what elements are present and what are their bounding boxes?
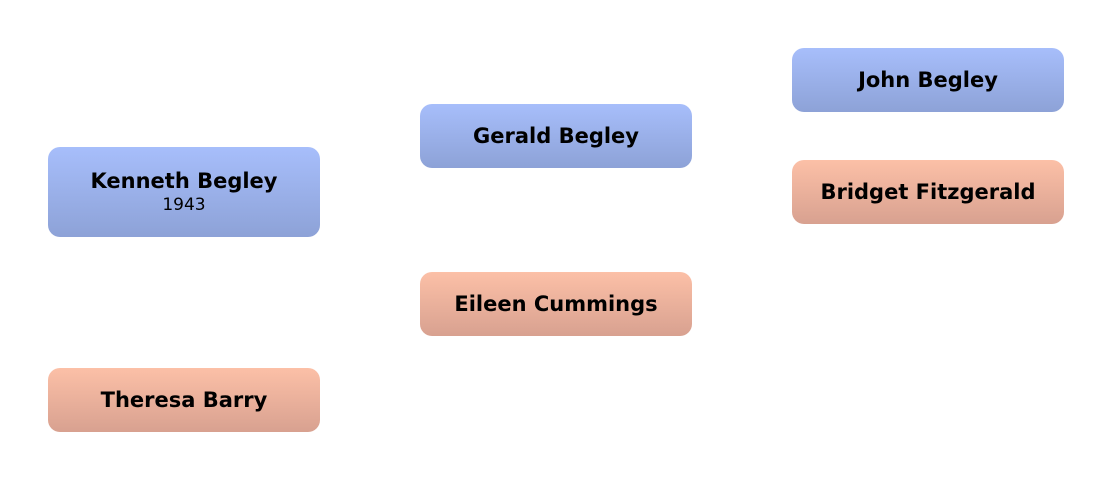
person-name: John Begley	[858, 68, 998, 92]
person-name: Eileen Cummings	[454, 292, 658, 316]
person-name: Gerald Begley	[473, 124, 639, 148]
person-card-kenneth-begley[interactable]: Kenneth Begley 1943	[48, 147, 320, 237]
person-card-eileen-cummings[interactable]: Eileen Cummings	[420, 272, 692, 336]
person-name: Theresa Barry	[100, 388, 268, 412]
person-card-theresa-barry[interactable]: Theresa Barry	[48, 368, 320, 432]
person-card-john-begley[interactable]: John Begley	[792, 48, 1064, 112]
person-name: Kenneth Begley	[90, 169, 278, 193]
person-name: Bridget Fitzgerald	[820, 180, 1036, 204]
person-birth-year: 1943	[162, 195, 206, 215]
person-card-bridget-fitzgerald[interactable]: Bridget Fitzgerald	[792, 160, 1064, 224]
person-card-gerald-begley[interactable]: Gerald Begley	[420, 104, 692, 168]
